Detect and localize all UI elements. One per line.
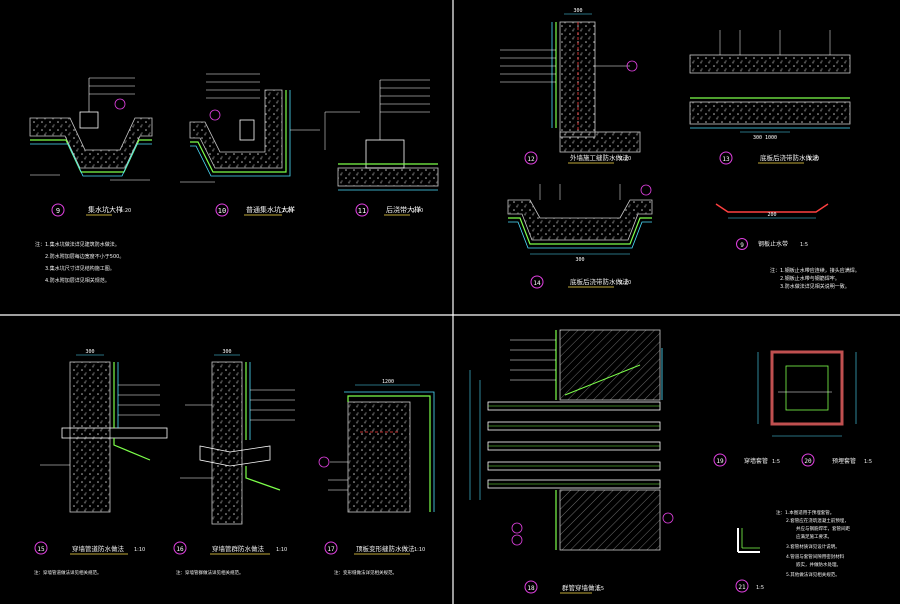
- svg-text:1:5: 1:5: [800, 242, 808, 248]
- svg-text:1:5: 1:5: [756, 585, 764, 591]
- svg-text:嵌实，并做防水处理。: 嵌实，并做防水处理。: [796, 561, 841, 568]
- svg-text:21: 21: [738, 584, 746, 591]
- svg-text:3.套管材质详见设计说明。: 3.套管材质详见设计说明。: [786, 543, 840, 550]
- q1-titles: 9 集水坑大样 1:20 10 普通集水坑大样 1:20 11 后浇带大样 1:…: [51, 203, 423, 217]
- svg-text:1:10: 1:10: [134, 547, 145, 553]
- svg-text:15: 15: [37, 546, 45, 553]
- detail-15-wall-pipe: 300: [40, 349, 168, 513]
- detail-number: 9: [56, 207, 60, 215]
- svg-text:外墙施工缝防水做法: 外墙施工缝防水做法: [570, 153, 629, 162]
- svg-text:2.套管应在浇筑混凝土前预埋，: 2.套管应在浇筑混凝土前预埋，: [786, 517, 849, 524]
- svg-text:穿墙管道防水做法: 穿墙管道防水做法: [72, 544, 125, 553]
- svg-text:5.其他做法详见相关规范。: 5.其他做法详见相关规范。: [786, 571, 840, 578]
- svg-text:1:5: 1:5: [596, 586, 604, 592]
- svg-text:18: 18: [527, 585, 535, 592]
- svg-text:19: 19: [716, 458, 724, 465]
- detail-13-base-slab: 300 1000: [689, 30, 851, 141]
- svg-text:穿墙套管: 穿墙套管: [744, 457, 768, 465]
- svg-text:注：穿墙管群做法详见相关规范。: 注：穿墙管群做法详见相关规范。: [176, 569, 244, 576]
- detail-scale: 1:20: [412, 208, 423, 214]
- svg-text:300: 300: [222, 349, 231, 355]
- svg-text:16: 16: [176, 546, 184, 553]
- q4-notes: 注：1.本图适用于预埋套管。 2.套管应在浇筑混凝土前预埋， 并应与钢筋焊牢，套…: [776, 509, 850, 578]
- svg-text:3.集水坑尺寸详见结构施工图。: 3.集水坑尺寸详见结构施工图。: [45, 265, 115, 272]
- svg-text:预埋套管: 预埋套管: [832, 457, 856, 465]
- svg-text:3.防水做法详见相关说明一致。: 3.防水做法详见相关说明一致。: [780, 283, 850, 290]
- q1-notes: 注：1.集水坑做法详见建筑防水做法。 2.防水附加层每边宽度不小于500。 3.…: [35, 241, 124, 284]
- svg-text:2.防水附加层每边宽度不小于500。: 2.防水附加层每边宽度不小于500。: [45, 253, 124, 260]
- detail-17-roof-joint: 1200: [318, 379, 435, 513]
- svg-text:穿墙管群防水做法: 穿墙管群防水做法: [212, 544, 265, 553]
- svg-text:20: 20: [804, 458, 812, 465]
- detail-9b-steel-waterstop: 200 9 钢板止水带 1:5: [715, 203, 829, 250]
- svg-text:底板后浇带防水做法: 底板后浇带防水做法: [760, 153, 819, 162]
- detail-10-ordinary-sump: [180, 73, 320, 183]
- svg-text:1:5: 1:5: [772, 459, 780, 465]
- detail-11-post-pour-strip: [324, 79, 439, 191]
- svg-text:4.防水附加层详见相关规范。: 4.防水附加层详见相关规范。: [45, 277, 110, 284]
- detail-9-sump-pit: [29, 77, 153, 181]
- q4-titles: 18 群管穿墙做法 1:5 19 穿墙套管 1:5 20 预埋套管 1:5 21…: [524, 453, 872, 594]
- svg-text:300 1000: 300 1000: [753, 135, 777, 141]
- svg-text:1:20: 1:20: [620, 156, 631, 162]
- svg-text:应满足施工要求。: 应满足施工要求。: [796, 533, 832, 540]
- detail-scale: 1:20: [120, 208, 131, 214]
- svg-text:300: 300: [85, 349, 94, 355]
- detail-title: 后浇带大样: [386, 205, 421, 214]
- svg-text:17: 17: [327, 546, 335, 553]
- q2-notes: 注：1.钢板止水带应连续，接头应满焊。 2.钢板止水带与钢筋焊牢。 3.防水做法…: [770, 267, 860, 290]
- svg-text:1200: 1200: [382, 379, 394, 385]
- svg-text:14: 14: [533, 280, 541, 287]
- detail-title: 普通集水坑大样: [246, 205, 295, 214]
- svg-text:顶板变形缝防水做法: 顶板变形缝防水做法: [356, 544, 415, 553]
- detail-number: 11: [358, 207, 366, 215]
- svg-text:2.钢板止水带与钢筋焊牢。: 2.钢板止水带与钢筋焊牢。: [780, 275, 840, 282]
- detail-title: 集水坑大样: [88, 205, 123, 214]
- svg-text:并应与钢筋焊牢，套管间距: 并应与钢筋焊牢，套管间距: [796, 525, 850, 532]
- pipe-sleeves: [487, 401, 661, 489]
- svg-text:钢板止水带: 钢板止水带: [758, 240, 788, 248]
- svg-text:底板后浇带防水做法: 底板后浇带防水做法: [570, 277, 629, 286]
- detail-21-angle: [737, 528, 760, 553]
- svg-text:注：变形缝做法详见相关规范。: 注：变形缝做法详见相关规范。: [334, 569, 397, 576]
- svg-text:1:5: 1:5: [864, 459, 872, 465]
- detail-18-pipe-group-wall: [469, 329, 674, 551]
- svg-text:4.管道与套管间隙用密封材料: 4.管道与套管间隙用密封材料: [786, 553, 845, 560]
- svg-text:注：穿墙管道做法详见相关规范。: 注：穿墙管道做法详见相关规范。: [34, 569, 102, 576]
- svg-text:注：1.本图适用于预埋套管。: 注：1.本图适用于预埋套管。: [776, 509, 834, 516]
- svg-text:1:20: 1:20: [620, 280, 631, 286]
- svg-text:300: 300: [575, 257, 584, 263]
- q3-notes: 注：穿墙管道做法详见相关规范。 注：穿墙管群做法详见相关规范。 注：变形缝做法详…: [34, 569, 397, 576]
- svg-text:注：1.钢板止水带应连续，接头应满焊。: 注：1.钢板止水带应连续，接头应满焊。: [770, 267, 860, 274]
- detail-16-pipe-group: 300: [180, 349, 295, 525]
- svg-text:注：1.集水坑做法详见建筑防水做法。: 注：1.集水坑做法详见建筑防水做法。: [35, 241, 120, 248]
- svg-text:12: 12: [527, 156, 535, 163]
- svg-text:1:20: 1:20: [808, 156, 819, 162]
- detail-14-base-post-pour: 300: [507, 184, 653, 263]
- svg-text:13: 13: [722, 156, 730, 163]
- svg-text:300: 300: [573, 8, 582, 14]
- svg-text:群管穿墙做法: 群管穿墙做法: [562, 583, 602, 592]
- detail-scale: 1:20: [282, 208, 293, 214]
- q2-titles: 12 外墙施工缝防水做法 1:20 13 底板后浇带防水做法 1:20 14 底…: [524, 151, 819, 289]
- svg-text:1:10: 1:10: [414, 547, 425, 553]
- q3-titles: 15 穿墙管道防水做法 1:10 16 穿墙管群防水做法 1:10 17 顶板变…: [34, 541, 425, 555]
- detail-19-20-sleeve: [757, 350, 857, 437]
- svg-text:9: 9: [740, 242, 744, 249]
- detail-number: 10: [218, 207, 226, 215]
- svg-text:200: 200: [767, 212, 776, 218]
- detail-12-wall-joint: 300: [500, 8, 641, 153]
- svg-text:1:10: 1:10: [276, 547, 287, 553]
